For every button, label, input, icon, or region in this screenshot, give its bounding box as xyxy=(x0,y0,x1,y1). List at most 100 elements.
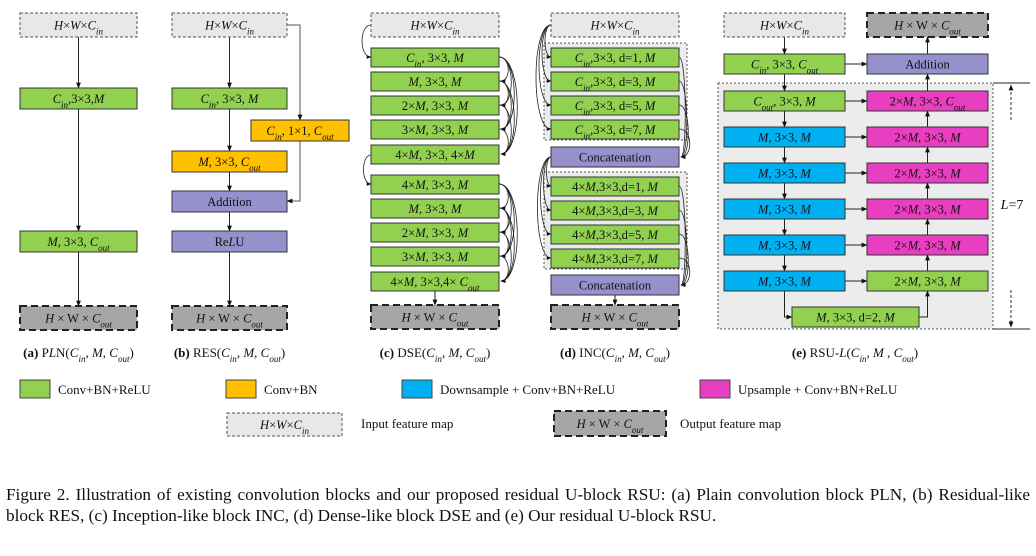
block-label: H × W × Cout xyxy=(195,312,263,330)
pln-conv1: Cin,3×3,M xyxy=(19,87,138,110)
rsu-decoder-6: 2×M, 3×3, M xyxy=(866,270,989,292)
panel-caption-rsu: (e) RSU-L(Cin, M , Cout) xyxy=(792,345,918,364)
block-label: H×W×Cin xyxy=(410,19,460,37)
skip-connection xyxy=(544,24,552,59)
legend-output-sample: H × W × Cout xyxy=(553,410,667,437)
pln-output: H × W × Cout xyxy=(19,305,138,331)
block-label: Cin,3×3,M xyxy=(53,92,105,110)
block-label: M, 3×3, M xyxy=(757,203,811,217)
skip-connection xyxy=(543,156,552,212)
skip-connection xyxy=(498,128,509,156)
legend-label: Conv+BN+ReLU xyxy=(58,382,151,397)
rsu-addition: Addition xyxy=(866,53,989,75)
block-label: H × W × Cout xyxy=(576,417,644,435)
rsu-output: H × W × Cout xyxy=(866,12,989,38)
skip-connection xyxy=(361,24,372,59)
block-label: H × W × Cout xyxy=(401,311,469,329)
skip-connection xyxy=(363,154,372,186)
connector-arrow xyxy=(287,24,303,121)
rsu-input: H×W×Cin xyxy=(723,12,846,38)
block-label: 3×M, 3×3, M xyxy=(402,250,469,264)
legend-item-upsample: Upsample + Conv+BN+ReLU xyxy=(699,379,898,399)
block-label: 4×M,3×3,d=5, M xyxy=(572,228,658,242)
block-label: 4×M,3×3,d=3, M xyxy=(572,204,658,218)
figure-caption: Figure 2. Illustration of existing convo… xyxy=(6,485,1030,525)
block-label: 4×M, 3×3, M xyxy=(402,178,469,192)
rsu-encoder-2: M, 3×3, M xyxy=(723,126,846,148)
block-label: M, 3×3, Cout xyxy=(197,155,261,173)
rsu-conv-in: Cin, 3×3, Cout xyxy=(723,53,846,76)
block-label: Cout, 3×3, M xyxy=(753,95,816,113)
legend-item-output-map: Output feature map xyxy=(680,416,781,431)
dse-block-6: 4×M, 3×3, M xyxy=(370,174,500,195)
legend-swatch xyxy=(225,379,257,399)
block-label: Cin,3×3, d=1, M xyxy=(575,51,656,69)
skip-connection xyxy=(678,80,688,159)
skip-connection xyxy=(535,24,552,131)
inc-block-6: 4×M,3×3,d=3, M xyxy=(550,200,680,221)
block-label: M, 3×3, M xyxy=(757,167,811,181)
panel-caption-dse: (c) DSE(Cin, M, Cout) xyxy=(380,345,491,364)
dse-block-7: M, 3×3, M xyxy=(370,198,500,219)
block-label: 4×M,3×3,d=7, M xyxy=(572,252,658,266)
rsu-decoder-5: 2×M, 3×3, M xyxy=(866,234,989,256)
skip-connection xyxy=(498,207,509,234)
skip-connection xyxy=(498,80,509,107)
block-label: Cin,3×3, d=5, M xyxy=(575,99,656,117)
skip-connection xyxy=(678,257,691,287)
block-label: Cin,3×3, d=3, M xyxy=(575,75,656,93)
block-label: 2×M, 3×3, M xyxy=(894,239,961,253)
inc-block-3: Cin,3×3, d=5, M xyxy=(550,95,680,117)
inc-concat-2: Concatenation xyxy=(550,274,680,296)
dse-block-9: 3×M, 3×3, M xyxy=(370,246,500,267)
block-label: M, 3×3, M xyxy=(757,239,811,253)
skip-connection xyxy=(498,104,509,131)
inc-block-8: 4×M,3×3,d=7, M xyxy=(550,248,680,269)
rsu-encoder-1: Cout, 3×3, M xyxy=(723,90,846,113)
rsu-decoder-3: 2×M, 3×3, M xyxy=(866,162,989,184)
panel-caption-pln: (a) PLN(Cin, M, Cout) xyxy=(23,345,134,364)
connector-arrow xyxy=(286,141,301,204)
skip-connection xyxy=(541,24,552,83)
block-label: Addition xyxy=(207,195,252,209)
inc-concat-1: Concatenation xyxy=(550,146,680,168)
block-label: H×W×Cin xyxy=(759,19,809,37)
block-label: Cin, 3×3, M xyxy=(406,51,464,69)
rsu-bottleneck: M, 3×3, d=2, M xyxy=(791,306,920,328)
block-label: ReLU xyxy=(215,235,245,249)
dse-block-3: 2×M, 3×3, M xyxy=(370,95,500,116)
block-label: H × W × Cout xyxy=(44,312,112,330)
block-label: 2×M, 3×3, M xyxy=(402,99,469,113)
res-conv1: Cin, 3×3, M xyxy=(171,87,288,110)
block-label: 3×M, 3×3, M xyxy=(402,123,469,137)
skip-connection xyxy=(540,156,552,236)
skip-connection xyxy=(498,56,515,131)
block-label: M, 3×3, Cout xyxy=(46,235,110,253)
block-label: Concatenation xyxy=(579,151,652,165)
block-label: H×W×Cin xyxy=(259,418,309,436)
block-label: M, 3×3, M xyxy=(408,75,462,89)
block-label: H×W×Cin xyxy=(204,19,254,37)
legend-label: Conv+BN xyxy=(264,382,318,397)
panel-caption-inc: (d) INC(Cin, M, Cout) xyxy=(560,345,670,364)
rsu-encoder-6: M, 3×3, M xyxy=(723,270,846,292)
block-label: H×W×Cin xyxy=(53,19,103,37)
block-label: Addition xyxy=(905,58,950,72)
block-label: 2×M, 3×3, M xyxy=(894,131,961,145)
legend-label: Output feature map xyxy=(680,416,781,431)
res-input: H×W×Cin xyxy=(171,12,288,38)
dse-block-5: 4×M, 3×3, 4×M xyxy=(370,144,500,165)
skip-connection xyxy=(678,56,686,159)
block-label: Cin,3×3, d=7, M xyxy=(575,123,656,141)
block-label: 2×M, 3×3, M xyxy=(894,275,961,289)
rsu-decoder-4: 2×M, 3×3, M xyxy=(866,198,989,220)
dse-block-8: 2×M, 3×3, M xyxy=(370,222,500,243)
block-label: Cin, 1×1, Cout xyxy=(266,124,334,142)
dse-block-10: 4×M, 3×3,4× Cout xyxy=(370,271,500,293)
block-label: 4×M, 3×3,4× Cout xyxy=(391,275,480,293)
legend-item-conv_bn: Conv+BN xyxy=(225,379,318,399)
block-label: 2×M, 3×3, M xyxy=(894,167,961,181)
inc-block-5: 4×M,3×3,d=1, M xyxy=(550,176,680,197)
skip-connection xyxy=(678,185,686,287)
